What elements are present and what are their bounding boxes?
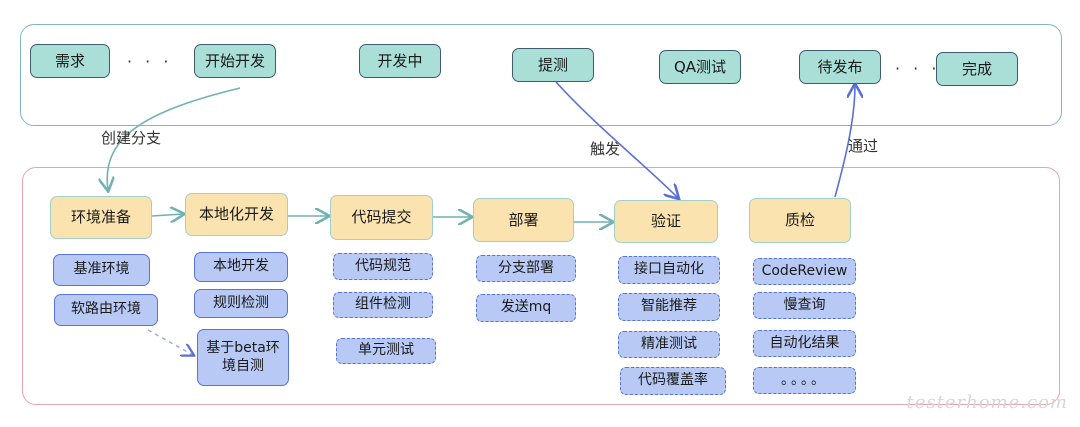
sub-smart-recommend: 智能推荐 <box>618 293 720 321</box>
sub-more: 。。。。 <box>753 367 856 394</box>
sub-local-dev: 本地开发 <box>194 252 288 282</box>
sub-precise-test: 精准测试 <box>618 331 720 358</box>
status-frame <box>20 24 1062 126</box>
status-requirement: 需求 <box>30 44 110 78</box>
sub-component-check: 组件检测 <box>333 292 433 318</box>
sub-soft-router-env: 软路由环境 <box>54 294 158 326</box>
pass-arrow <box>834 85 855 198</box>
sub-automation-result: 自动化结果 <box>753 330 856 357</box>
status-done: 完成 <box>936 52 1018 86</box>
phase-code-commit: 代码提交 <box>330 195 433 240</box>
pass-label: 通过 <box>848 137 879 155</box>
sub-beta-self-test-line2: 境自测 <box>222 357 264 374</box>
status-start-dev: 开始开发 <box>194 44 276 78</box>
status-pending-release: 待发布 <box>799 50 881 84</box>
phase-verify: 验证 <box>614 200 718 243</box>
phase-local-dev: 本地化开发 <box>185 193 288 236</box>
sub-slow-query: 慢查询 <box>753 292 856 319</box>
sub-code-style: 代码规范 <box>333 253 433 280</box>
create-branch-arrow <box>107 87 241 190</box>
sub-branch-deploy: 分支部署 <box>476 255 576 282</box>
status-qa-test: QA测试 <box>659 50 741 84</box>
sub-beta-self-test-line1: 基于beta环 <box>206 340 280 356</box>
sub-api-automation: 接口自动化 <box>618 256 720 284</box>
env-to-beta-arrow <box>147 329 193 355</box>
watermark: testerhome.com <box>906 392 1068 413</box>
process-frame <box>22 167 1060 405</box>
sub-send-mq: 发送mq <box>476 294 576 322</box>
trigger-arrow <box>555 81 678 198</box>
status-in-dev: 开发中 <box>359 44 441 78</box>
sub-unit-test: 单元测试 <box>336 338 436 364</box>
sub-code-review: CodeReview <box>753 258 856 285</box>
sub-rule-check: 规则检测 <box>194 289 288 318</box>
status-submit-test: 提测 <box>512 48 594 82</box>
phase-env-prep: 环境准备 <box>50 196 152 239</box>
sub-code-coverage: 代码覆盖率 <box>620 367 726 395</box>
phase-quality-check: 质检 <box>749 198 851 243</box>
status-ellipsis-2: · · · <box>895 59 941 78</box>
phase-deploy: 部署 <box>473 198 574 242</box>
sub-base-env: 基准环境 <box>53 254 150 286</box>
status-ellipsis-1: · · · <box>127 52 173 71</box>
phase-arrow-1 <box>151 214 183 216</box>
create-branch-label: 创建分支 <box>101 129 162 147</box>
sub-beta-self-test: 基于beta环 境自测 <box>197 329 289 386</box>
trigger-label: 触发 <box>590 140 621 158</box>
